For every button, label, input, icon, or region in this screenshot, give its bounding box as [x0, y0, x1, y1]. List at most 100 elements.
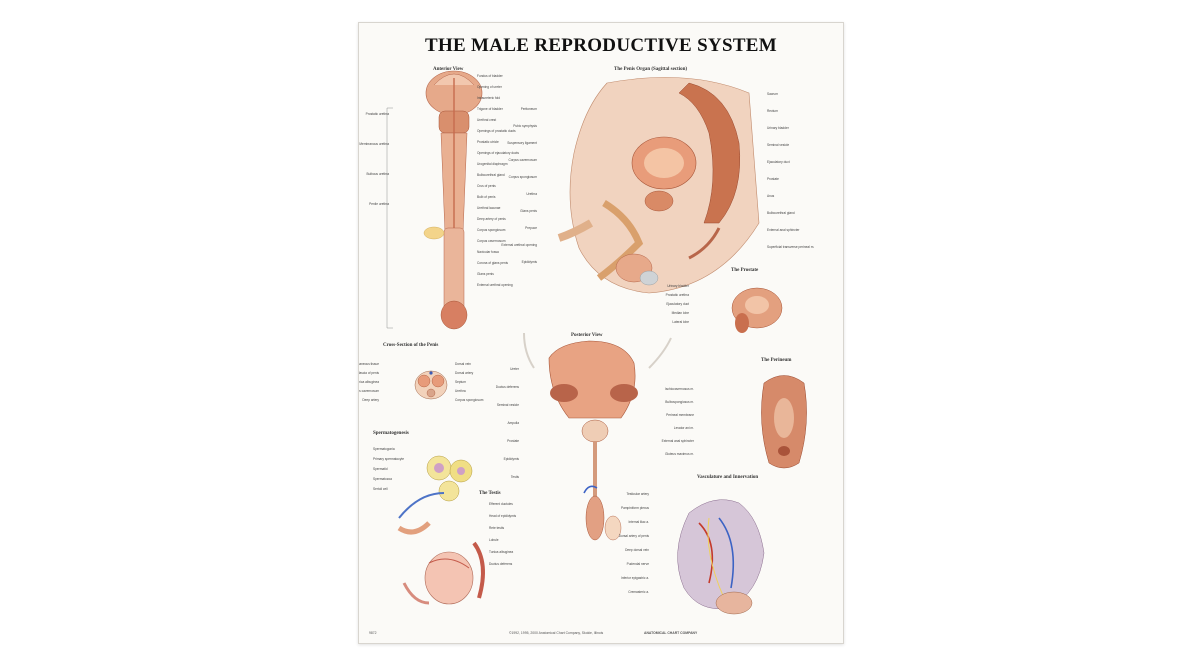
anatomy-label: Peritoneum: [520, 107, 537, 111]
anatomy-label: Ampulla: [507, 421, 519, 425]
footer-copyright: ©1992, 1995, 2000 Anatomical Chart Compa…: [509, 631, 604, 635]
anatomy-label: Urinary bladder: [767, 126, 789, 130]
anatomy-label: Urethral lacunae: [477, 206, 501, 210]
section-penis-organ: The Penis Organ (Sagittal section): [614, 67, 688, 72]
anatomy-label: Rete testis: [489, 526, 505, 530]
anatomy-label: Septum: [455, 380, 466, 384]
anatomy-label: External anal sphincter: [767, 228, 800, 232]
anatomy-label: Prostate: [767, 177, 779, 181]
anatomy-label: Glans penis: [520, 209, 537, 213]
anatomy-label: Prostatic urethra: [365, 112, 389, 116]
anatomy-label: Lateral lobe: [672, 320, 689, 324]
anatomy-label: Superficial transverse perineal m.: [767, 245, 815, 249]
sagittal-section-illustration: [557, 77, 760, 294]
anatomy-label: Sacrum: [767, 92, 778, 96]
anatomy-label: Prostatic urethra: [665, 293, 689, 297]
anatomy-label: Testis: [510, 475, 519, 479]
anatomy-label: Dorsal artery of penis: [618, 534, 649, 538]
anatomy-label: Corpus spongiosum: [508, 175, 537, 179]
spermatogenesis-illustration: [397, 455, 473, 535]
anatomy-label: Deep artery: [362, 398, 379, 402]
illustrations: [386, 70, 807, 615]
anatomy-label: Epididymis: [503, 457, 519, 461]
anatomy-label: Urinary bladder: [667, 284, 689, 288]
poster-title: THE MALE REPRODUCTIVE SYSTEM: [424, 35, 778, 56]
anatomy-label: Prepuce: [525, 226, 537, 230]
anatomy-label: Urogenital diaphragm: [477, 162, 508, 166]
anatomy-label: External urethral opening: [501, 243, 537, 247]
anatomy-label: Crus of penis: [477, 184, 496, 188]
anatomy-label: Deep fascia of penis: [358, 371, 379, 375]
anatomy-label: Lobule: [489, 538, 499, 542]
anatomy-label: Urethra: [526, 192, 537, 196]
anatomy-label: Openings of ejaculatory ducts: [477, 151, 519, 155]
anatomy-label: Bulb of penis: [477, 195, 496, 199]
anatomy-label: Trigone of bladder: [477, 107, 503, 111]
anatomy-label: Spermatid: [373, 467, 388, 471]
anatomy-label: Deep artery of penis: [477, 217, 506, 221]
anatomy-label: Intraureteric fold: [477, 96, 501, 100]
footer-code: 9872: [369, 631, 377, 635]
anatomy-label: Urethral crest: [477, 118, 497, 122]
anatomy-label: Head of epididymis: [489, 514, 517, 518]
anatomy-label: Dorsal artery: [455, 371, 474, 375]
anatomy-label: Bulbourethral gland: [477, 173, 505, 177]
anatomy-label: Internal iliac a.: [628, 520, 649, 524]
anatomy-label: Cremasteric a.: [628, 590, 649, 594]
anatomy-label: Ureter: [510, 367, 519, 371]
anatomy-label: Openings of prostatic ducts: [477, 129, 516, 133]
anatomy-label: Ductus deferens: [495, 385, 519, 389]
anatomy-label: Prostatic utricle: [477, 140, 499, 144]
anatomy-label: Inferior epigastric a.: [621, 576, 649, 580]
anatomy-label: Levator ani m.: [673, 426, 694, 430]
anatomy-label: Epididymis: [521, 260, 537, 264]
anatomy-label: Spermatogonia: [373, 447, 395, 451]
section-anterior-view: Anterior View: [433, 67, 464, 72]
anatomy-label: Rectum: [767, 109, 778, 113]
vasculature-illustration: [677, 499, 765, 615]
footer-publisher: ANATOMICAL CHART COMPANY: [644, 631, 698, 635]
anatomy-label: Ejaculatory duct: [666, 302, 689, 306]
anatomy-label: Membranous urethra: [359, 142, 389, 146]
section-spermatogenesis: Spermatogenesis: [373, 431, 409, 436]
anatomy-label: Deep dorsal vein: [625, 548, 649, 552]
anatomy-poster: THE MALE REPRODUCTIVE SYSTEM: [358, 22, 844, 644]
section-perineum: The Perineum: [761, 358, 792, 363]
anatomy-label: Glans penis: [477, 272, 494, 276]
anatomy-label: Dorsal vein: [455, 362, 471, 366]
anatomy-label: Corona of glans penis: [477, 261, 509, 265]
section-cross-section: Cross-Section of the Penis: [383, 343, 439, 348]
anatomy-label: Sertoli cell: [373, 487, 388, 491]
anatomy-label: Pudendal nerve: [626, 562, 649, 566]
testis-illustration: [402, 541, 485, 605]
cross-section-illustration: [414, 370, 448, 400]
anatomy-label: Navicular fossa: [477, 250, 499, 254]
section-prostate: The Prostate: [731, 268, 759, 273]
anatomy-label: Pubic symphysis: [513, 124, 537, 128]
anatomy-label: Bulbospongiosus m.: [665, 400, 694, 404]
perineum-illustration: [761, 375, 807, 469]
anatomy-label: External urethral opening: [477, 283, 513, 287]
anatomy-label: Corpus spongiosum: [455, 398, 484, 402]
anatomy-label: Pampiniform plexus: [621, 506, 649, 510]
anatomy-label: Opening of ureter: [477, 85, 502, 89]
anatomy-label: Median lobe: [671, 311, 689, 315]
anatomy-label: Suspensory ligament: [507, 141, 537, 145]
section-testis: The Testis: [479, 491, 501, 496]
anatomy-label: Ischiocavernosus m.: [664, 387, 694, 391]
anatomy-label: Testicular artery: [626, 492, 650, 496]
anatomy-label: Penile urethra: [369, 202, 389, 206]
anatomy-label: Gluteus maximus m.: [664, 452, 694, 456]
anatomy-label: Prostate: [507, 439, 519, 443]
anatomy-label: Urethra: [455, 389, 466, 393]
anatomy-label: External anal sphincter: [661, 439, 694, 443]
section-vasculature: Vasculature and Innervation: [697, 475, 759, 480]
anatomy-label: Fundus of bladder: [477, 74, 503, 78]
anatomy-label: Ejaculatory duct: [767, 160, 790, 164]
anatomy-label: Efferent ductules: [489, 502, 513, 506]
anterior-view-illustration: [386, 70, 483, 330]
anatomy-label: Seminal vesicle: [767, 143, 790, 147]
anatomy-label: Spermatozoa: [373, 477, 392, 481]
anatomy-label: Primary spermatocyte: [373, 457, 404, 461]
anatomy-label: Tunica albuginea: [358, 380, 379, 384]
